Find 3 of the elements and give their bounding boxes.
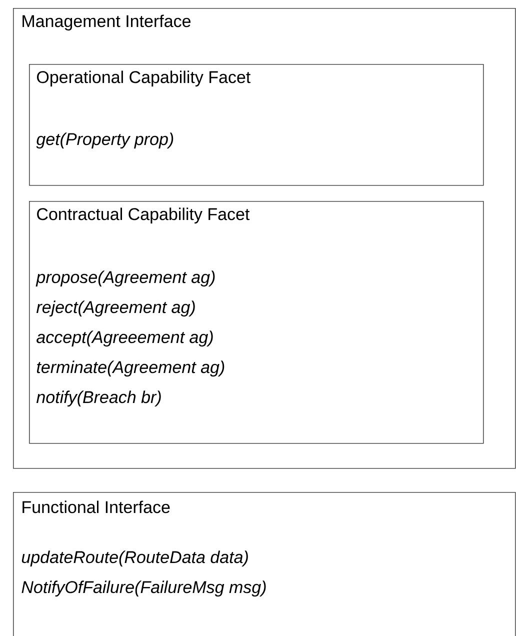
facet-box: Contractual Capability Facet propose(Agreement ag) reject(Agreement ag) accept(Agreeement ag) terminate(Agreement ag) notify(Breach br) <box>29 200 484 444</box>
facet-box: Operational Capability Facet get(Property prop) <box>29 64 484 186</box>
interface-box: Functional Interface updateRoute(RouteData data) NotifyOfFailure(FailureMsg msg) <box>13 492 516 636</box>
